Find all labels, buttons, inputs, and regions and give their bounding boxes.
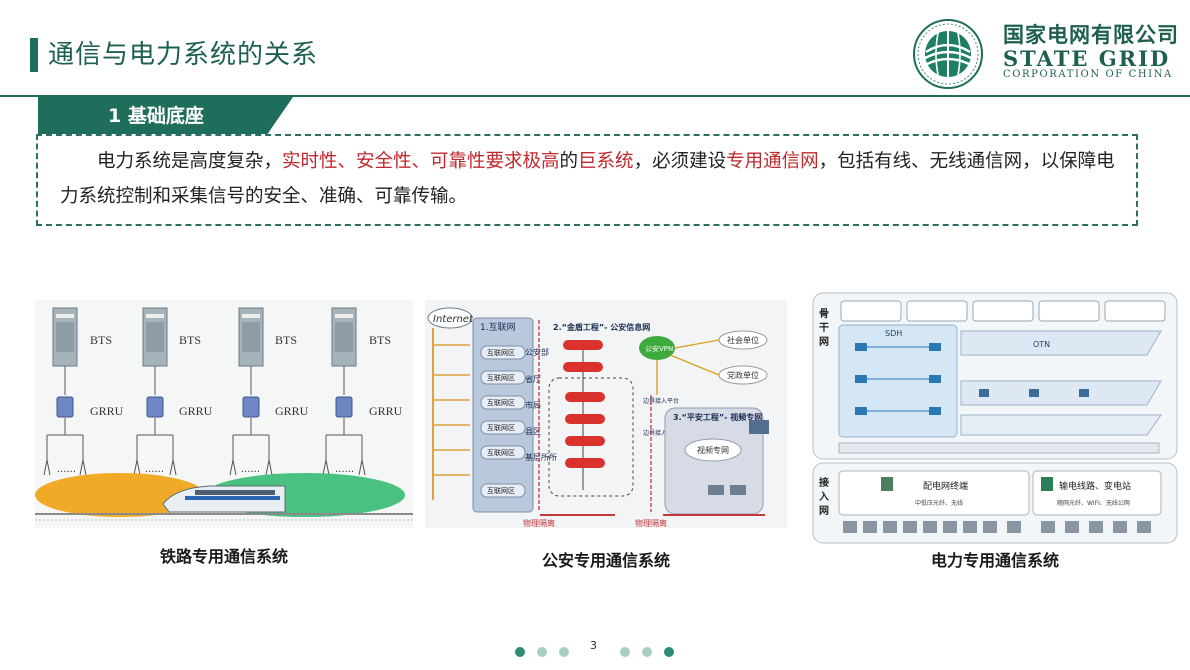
header-divider: [0, 95, 1190, 97]
police-diagram: Internet 1.互联网 互联网区 互联网区 互联网区 互联网区 互联网区 …: [425, 300, 787, 528]
pagination-dot[interactable]: [559, 647, 569, 657]
video-net-title: 3.“平安工程”- 视频专网: [673, 412, 762, 422]
railway-diagram: BTS BTS BTS BTS GRRU GRRU GRRU GRRU ....…: [35, 300, 413, 528]
power-diagram: 骨 干 网 SDH OTN 接 入 网 配电网终端 中低压光纤、无线 输电线路、…: [811, 291, 1179, 546]
intro-text-3: ，必须建设: [633, 151, 727, 172]
grru-label: GRRU: [90, 404, 124, 418]
otn-label: OTN: [1033, 340, 1050, 349]
intro-highlight-giant-system: 巨系统: [578, 151, 634, 172]
internet-box-title: 1.互联网: [480, 322, 516, 333]
physical-isolation-label: 物理隔离: [523, 518, 555, 528]
title-accent-bar: [30, 38, 38, 72]
physical-isolation-label: 物理隔离: [635, 518, 667, 528]
logo-chinese-name: 国家电网有限公司: [1003, 23, 1179, 47]
dist-terminal-label: 配电网终端: [923, 480, 968, 492]
dist-terminal-sub: 中低压光纤、无线: [915, 499, 963, 507]
border-gateway-label: 边界接入平台: [643, 397, 679, 405]
police-caption: 公安专用通信系统: [541, 551, 670, 570]
intro-box: [36, 134, 1138, 226]
line-station-label: 输电线路、变电站: [1059, 480, 1131, 492]
bts-label: BTS: [179, 333, 201, 347]
pagination-dot[interactable]: [537, 647, 547, 657]
internet-zone: 互联网区: [487, 486, 515, 495]
bts-label: BTS: [90, 333, 112, 347]
railway-caption: 铁路专用通信系统: [159, 547, 288, 566]
video-net-label: 视频专网: [697, 445, 729, 455]
org-label: 基层所所: [525, 452, 557, 462]
section-tab: [38, 97, 293, 134]
antenna-dots: ......: [145, 464, 164, 475]
antenna-dots: ......: [241, 464, 260, 475]
grru-label: GRRU: [275, 404, 309, 418]
org-label: 公安部: [525, 347, 549, 357]
access-char: 接: [819, 476, 829, 489]
org-label: 县区: [525, 427, 541, 436]
line-station-sub: 随网光纤、WIFI、无线公网: [1057, 499, 1130, 507]
antenna-dots: ......: [57, 464, 76, 475]
police-net-title: 2.“金盾工程”- 公安信息网: [553, 322, 650, 332]
antenna-dots: ......: [335, 464, 354, 475]
page-title: 通信与电力系统的关系: [48, 40, 319, 70]
access-char: 网: [819, 505, 829, 517]
border-gateway-label: 边界接入平台: [643, 429, 679, 437]
backbone-char: 骨: [819, 308, 829, 320]
internet-zone: 互联网区: [487, 398, 515, 407]
pagination-dot[interactable]: [664, 647, 674, 657]
intro-paragraph: 电力系统是高度复杂，实时性、安全性、可靠性要求极高的巨系统，必须建设专用通信网，…: [60, 144, 1130, 214]
intro-highlight-requirements: 实时性、安全性、可靠性要求极高: [282, 151, 560, 172]
org-label: 省厅: [525, 374, 541, 384]
intro-highlight-private-network: 专用通信网: [726, 151, 819, 172]
bts-cabinets: [52, 307, 357, 367]
org-label: 市局: [525, 400, 541, 410]
access-char: 入: [819, 491, 829, 503]
state-grid-emblem: [913, 19, 983, 89]
logo-english-subtitle: CORPORATION OF CHINA: [1003, 69, 1173, 80]
page-number: 3: [590, 639, 597, 652]
sdh-label: SDH: [885, 329, 902, 338]
backbone-char: 干: [819, 322, 829, 334]
intro-text-2: 的: [559, 151, 579, 172]
internet-zone: 互联网区: [487, 423, 515, 432]
social-unit-label: 社会单位: [727, 335, 759, 345]
internet-zone: 互联网区: [487, 373, 515, 382]
backbone-char: 网: [819, 336, 829, 348]
grru-label: GRRU: [179, 404, 213, 418]
power-caption: 电力专用通信系统: [930, 551, 1059, 570]
logo-english-name: STATE GRID: [1003, 46, 1171, 71]
internet-zone: 互联网区: [487, 448, 515, 457]
pagination-dot[interactable]: [620, 647, 630, 657]
police-vpn-label: 公安VPN: [645, 344, 673, 353]
intro-text-1: 电力系统是高度复杂，: [97, 151, 283, 172]
party-unit-label: 党政单位: [727, 370, 759, 380]
internet-zone: 互联网区: [487, 348, 515, 357]
pagination-dot[interactable]: [642, 647, 652, 657]
grru-label: GRRU: [369, 404, 403, 418]
section-label: 1 基础底座: [108, 105, 204, 127]
bts-label: BTS: [369, 333, 391, 347]
bts-label: BTS: [275, 333, 297, 347]
intro-text-4: ，包括有线、无线通信网，以保障电力系统控制和采集信号的安全、准确、可靠传输。: [60, 151, 1115, 207]
pagination-dot[interactable]: [515, 647, 525, 657]
internet-label: Internet: [433, 314, 474, 325]
train-icon: [162, 485, 286, 513]
